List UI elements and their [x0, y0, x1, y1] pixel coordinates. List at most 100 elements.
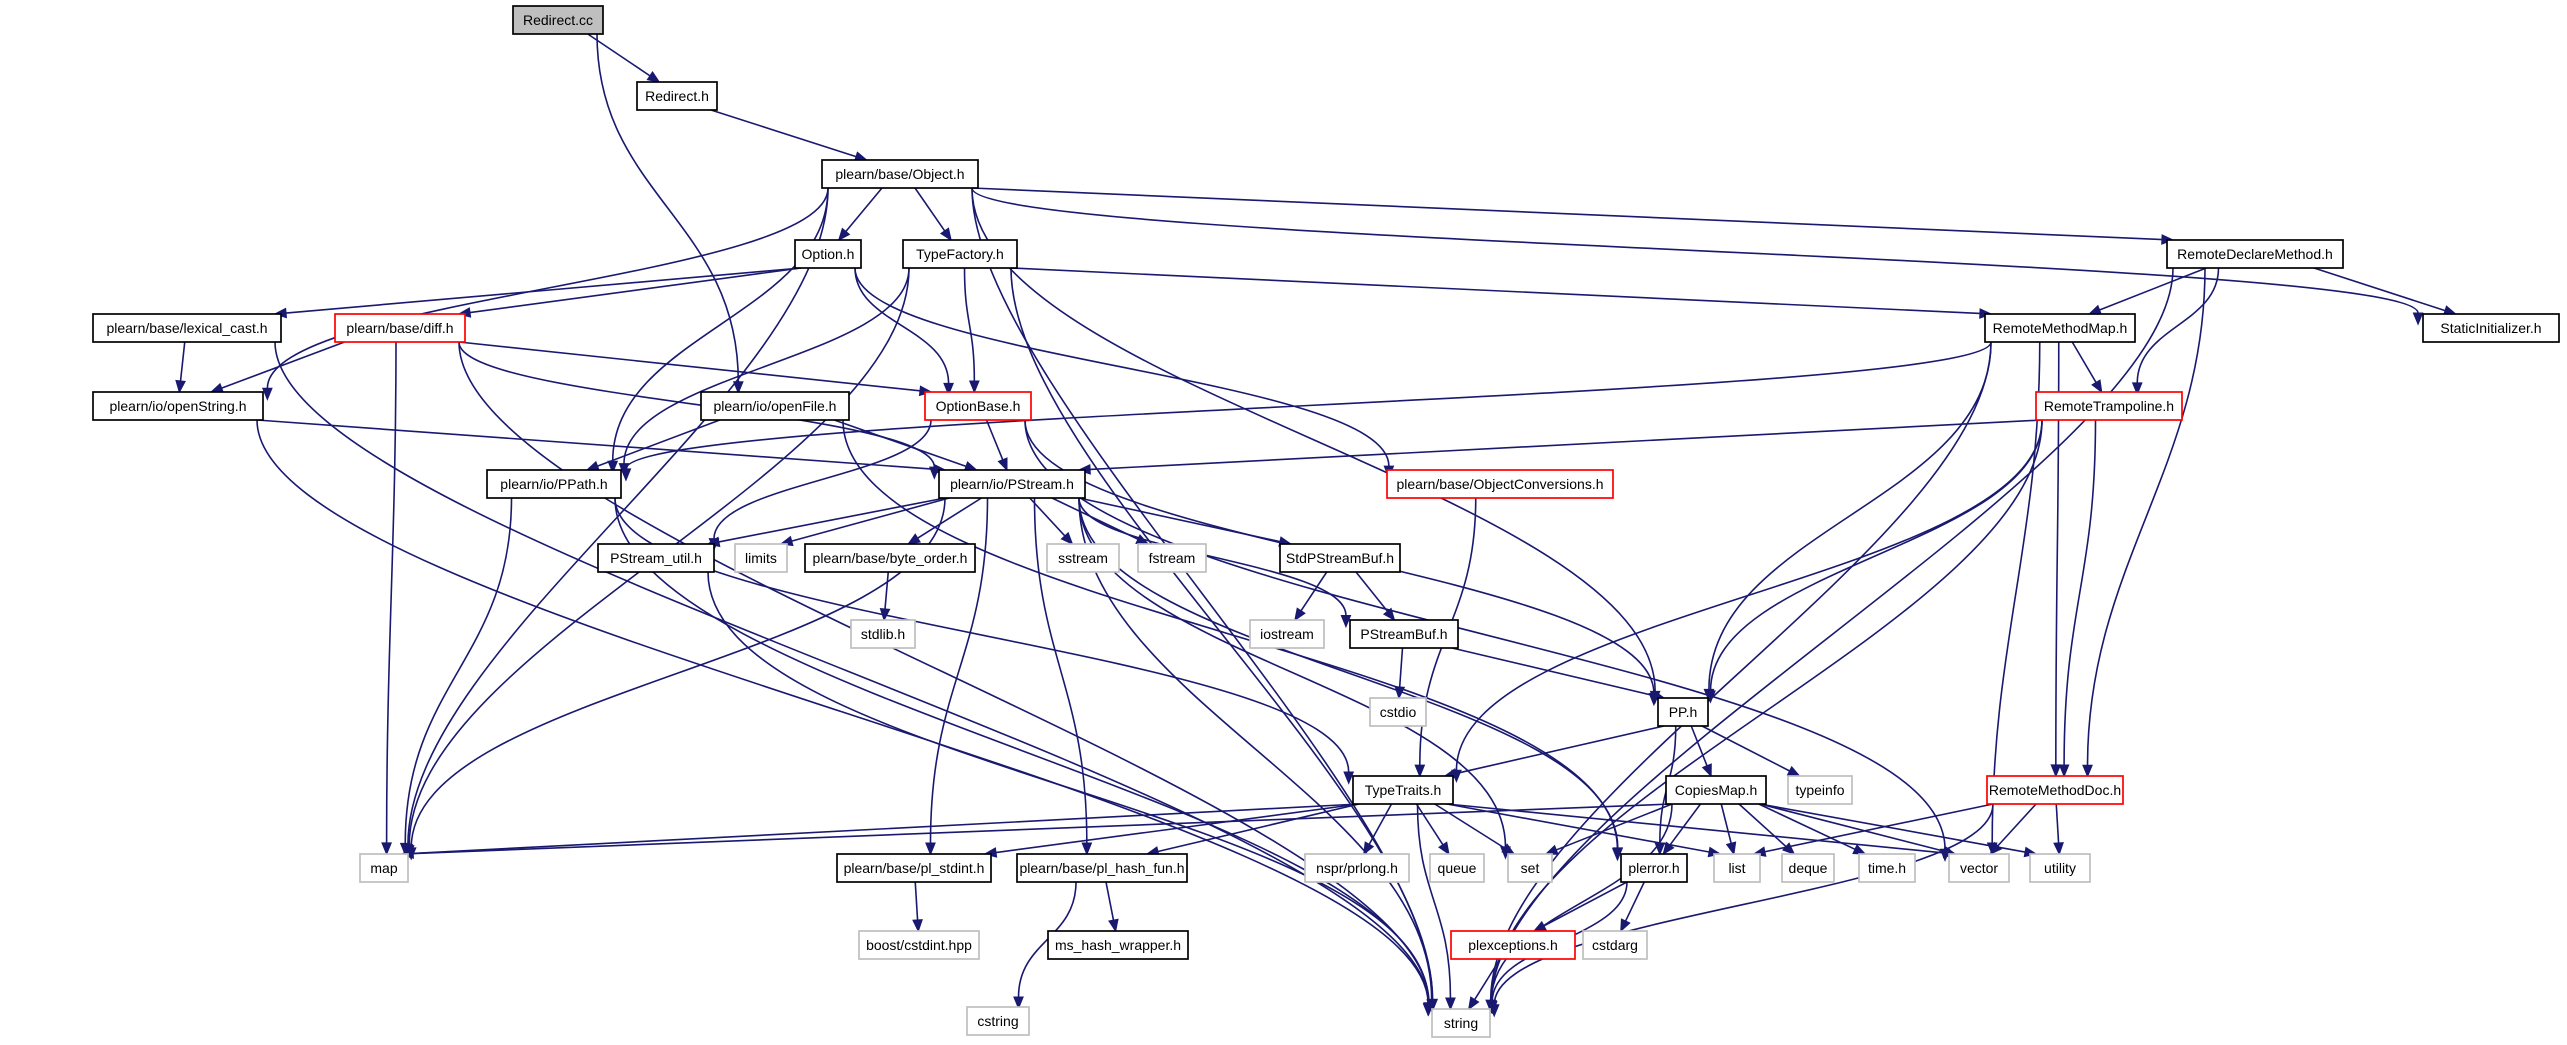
node-pp_h[interactable]: PP.h [1657, 697, 1709, 727]
node-object_h[interactable]: plearn/base/Object.h [821, 159, 979, 189]
node-pstream_util_h[interactable]: PStream_util.h [597, 543, 715, 573]
edge-copiesmap_h-to-set [1555, 803, 1673, 851]
node-iostream: iostream [1249, 619, 1325, 649]
node-remotetrampoline_h[interactable]: RemoteTrampoline.h [2035, 391, 2183, 421]
node-box-openstring_h [92, 391, 264, 421]
edge-diff_h-to-openstring_h [221, 341, 345, 389]
node-plerror_h[interactable]: plerror.h [1620, 853, 1688, 883]
edge-pstream_h-to-pl_hash_fun_h [1033, 497, 1088, 844]
arrowhead-byte_order_h-to-stdlib_h [879, 607, 891, 622]
node-remotemethoddoc_h[interactable]: RemoteMethodDoc.h [1986, 775, 2124, 805]
node-redirect_h[interactable]: Redirect.h [636, 81, 718, 111]
node-optionbase_h[interactable]: OptionBase.h [924, 391, 1032, 421]
node-diff_h[interactable]: plearn/base/diff.h [334, 313, 466, 343]
edge-pl_stdint_h-to-boost_cstdint_hpp [914, 881, 919, 921]
node-box-remotemethoddoc_h [1986, 775, 2124, 805]
node-sstream: sstream [1046, 543, 1120, 573]
node-label-ppath_h: plearn/io/PPath.h [500, 476, 607, 492]
node-box-typeinfo [1787, 775, 1853, 805]
edge-lexical_cast_h-to-openstring_h [179, 341, 186, 382]
edge-typefactory_h-to-optionbase_h [963, 267, 976, 382]
node-label-set: set [1521, 860, 1540, 876]
node-staticinitializer_h[interactable]: StaticInitializer.h [2422, 313, 2560, 343]
node-byte_order_h[interactable]: plearn/base/byte_order.h [804, 543, 976, 573]
node-map: map [359, 853, 409, 883]
node-lexical_cast_h[interactable]: plearn/base/lexical_cast.h [92, 313, 282, 343]
node-option_h[interactable]: Option.h [794, 239, 862, 269]
node-limits: limits [734, 543, 788, 573]
node-box-time_h [1858, 853, 1916, 883]
node-typetraits_h[interactable]: TypeTraits.h [1352, 775, 1454, 805]
edge-remotemethoddoc_h-to-utility [2055, 803, 2060, 844]
node-label-lexical_cast_h: plearn/base/lexical_cast.h [106, 320, 267, 336]
edge-pstream_h-to-string [1078, 497, 1433, 1001]
node-typefactory_h[interactable]: TypeFactory.h [902, 239, 1018, 269]
arrowhead-redirect_cc-to-openfile_h [732, 381, 744, 395]
node-pl_hash_fun_h[interactable]: plearn/base/pl_hash_fun.h [1016, 853, 1188, 883]
node-remotemethodmap_h[interactable]: RemoteMethodMap.h [1984, 313, 2136, 343]
arrowhead-copiesmap_h-to-time_h [1852, 844, 1867, 855]
node-pstream_h[interactable]: plearn/io/PStream.h [938, 469, 1086, 499]
edge-typetraits_h-to-set [1434, 803, 1506, 849]
node-stdpstreambuf_h[interactable]: StdPStreamBuf.h [1279, 543, 1401, 573]
edge-copiesmap_h-to-time_h [1758, 803, 1856, 851]
edge-typefactory_h-to-ppath_h [623, 267, 910, 464]
arrowhead-option_h-to-optionbase_h [943, 382, 954, 397]
node-box-openfile_h [700, 391, 850, 421]
node-pl_stdint_h[interactable]: plearn/base/pl_stdint.h [836, 853, 992, 883]
node-remotedeclaremethod_h[interactable]: RemoteDeclareMethod.h [2166, 239, 2344, 269]
node-copiesmap_h[interactable]: CopiesMap.h [1665, 775, 1767, 805]
arrowhead-diff_h-to-map [381, 842, 392, 856]
edge-remotetrampoline_h-to-remotemethoddoc_h [2063, 419, 2097, 766]
node-box-vector [1948, 853, 2010, 883]
node-box-redirect_h [636, 81, 718, 111]
node-openfile_h[interactable]: plearn/io/openFile.h [700, 391, 850, 421]
edge-typetraits_h-to-map [412, 803, 1360, 855]
node-plexceptions_h[interactable]: plexceptions.h [1450, 930, 1576, 960]
edge-object_h-to-staticinitializer_h [971, 187, 2419, 314]
node-openstring_h[interactable]: plearn/io/openString.h [92, 391, 264, 421]
node-objectconversions_h[interactable]: plearn/base/ObjectConversions.h [1386, 469, 1614, 499]
node-label-remotetrampoline_h: RemoteTrampoline.h [2044, 398, 2174, 414]
node-label-cstring: cstring [977, 1013, 1018, 1029]
arrowhead-ppath_h-to-typetraits_h [1343, 771, 1355, 785]
node-ppath_h[interactable]: plearn/io/PPath.h [486, 469, 622, 499]
edge-typetraits_h-to-pl_hash_fun_h [1157, 803, 1360, 853]
node-box-ms_hash_wrapper_h [1047, 930, 1189, 960]
edge-pstream_h-to-pstream_util_h [718, 497, 946, 543]
arrowhead-pstream_h-to-pl_hash_fun_h [1081, 842, 1093, 856]
node-box-lexical_cast_h [92, 313, 282, 343]
edge-copiesmap_h-to-plerror_h [1669, 803, 1702, 846]
edge-copiesmap_h-to-string [1490, 803, 1673, 1001]
edge-diff_h-to-pstream_h [458, 341, 936, 468]
node-box-object_h [821, 159, 979, 189]
node-label-deque: deque [1789, 860, 1828, 876]
node-label-iostream: iostream [1260, 626, 1314, 642]
node-box-sstream [1046, 543, 1120, 573]
edge-pstreambuf_h-to-cstdio [1398, 647, 1404, 688]
arrowhead-pstream_h-to-byte_order_h [906, 533, 921, 545]
arrowhead-typetraits_h-to-string [1445, 997, 1456, 1011]
node-pstreambuf_h[interactable]: PStreamBuf.h [1349, 619, 1459, 649]
edge-object_h-to-ppath_h [611, 187, 829, 462]
node-box-fstream [1137, 543, 1207, 573]
node-label-ms_hash_wrapper_h: ms_hash_wrapper.h [1055, 937, 1181, 953]
arrowhead-typetraits_h-to-set [1501, 843, 1516, 855]
node-label-sstream: sstream [1058, 550, 1108, 566]
edge-pp_h-to-typetraits_h [1455, 725, 1665, 775]
node-box-stdpstreambuf_h [1279, 543, 1401, 573]
edge-remotemethoddoc_h-to-string [1493, 803, 1994, 1005]
edge-remotemethodmap_h-to-string [1489, 341, 1992, 1001]
node-fstream: fstream [1137, 543, 1207, 573]
node-box-boost_cstdint_hpp [858, 930, 980, 960]
node-box-list [1713, 853, 1761, 883]
node-ms_hash_wrapper_h[interactable]: ms_hash_wrapper.h [1047, 930, 1189, 960]
node-label-diff_h: plearn/base/diff.h [346, 320, 453, 336]
node-box-ppath_h [486, 469, 622, 499]
edge-optionbase_h-to-pstream_util_h [713, 419, 932, 539]
edge-plerror_h-to-plexceptions_h [1543, 881, 1628, 927]
node-redirect_cc[interactable]: Redirect.cc [512, 5, 604, 35]
edge-ppath_h-to-typetraits_h [614, 497, 1350, 773]
edge-pstream_util_h-to-string [707, 571, 1430, 1004]
node-box-deque [1781, 853, 1835, 883]
